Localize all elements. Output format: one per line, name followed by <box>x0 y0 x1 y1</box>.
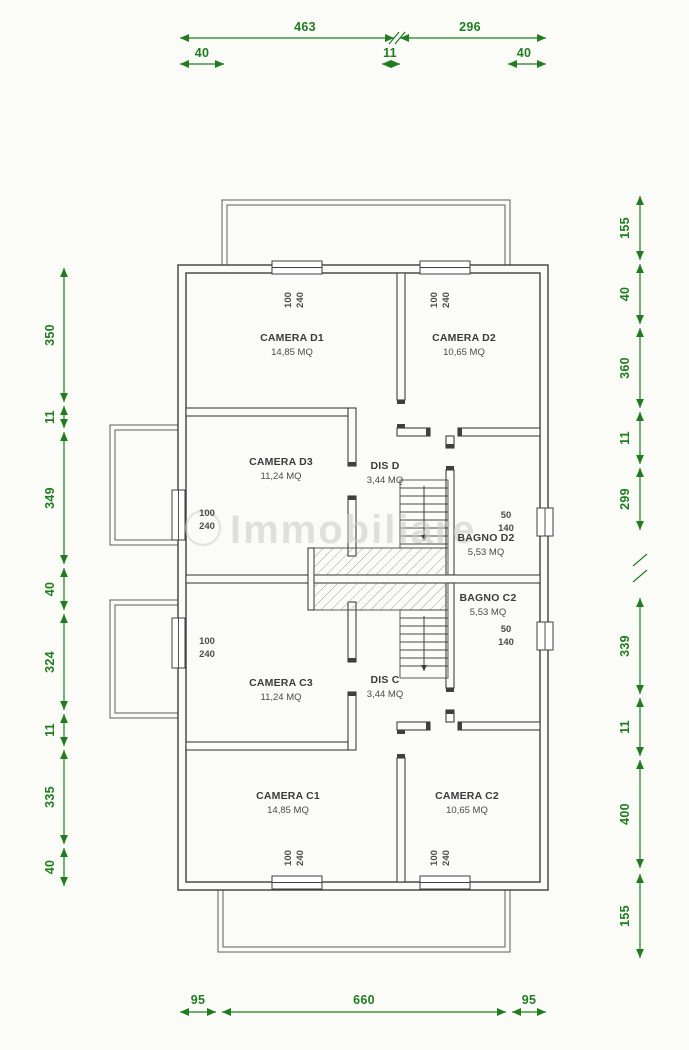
dim-left-11b: 11 <box>43 723 57 737</box>
dim-right-360: 360 <box>618 357 632 379</box>
watermark-logo-icon <box>184 509 222 547</box>
dim-top-463: 463 <box>294 20 316 34</box>
window-size-w: 100 <box>283 850 294 866</box>
staircase-lower <box>399 609 449 679</box>
dimension-lines <box>60 31 648 1016</box>
room-label-camera-c1: CAMERA C1 <box>256 790 320 802</box>
room-label-camera-d1: CAMERA D1 <box>260 332 324 344</box>
window-right-upper <box>536 507 554 537</box>
watermark: Immobiliare <box>184 508 477 552</box>
dim-top-11: 11 <box>383 46 397 60</box>
window-top-right <box>419 260 471 275</box>
dim-right-299: 299 <box>618 488 632 510</box>
window-size-w: 100 <box>429 292 440 308</box>
window-size-w: 100 <box>283 292 294 308</box>
door-jambs <box>348 400 462 758</box>
dim-left-350: 350 <box>43 324 57 346</box>
dim-bottom-660: 660 <box>353 993 375 1007</box>
dimension-break-mark <box>388 31 406 45</box>
staircase-upper <box>399 479 449 549</box>
dim-bottom-95b: 95 <box>522 993 537 1007</box>
window-left-upper <box>171 489 186 541</box>
dim-right-155a: 155 <box>618 217 632 239</box>
window-left-lower <box>171 617 186 669</box>
stair-landing-lower <box>313 582 449 611</box>
windows <box>171 260 554 890</box>
dim-right-400: 400 <box>618 803 632 825</box>
dim-left-40b: 40 <box>43 860 57 875</box>
window-size-h: 240 <box>295 850 306 866</box>
room-label-bagno-d2: BAGNO D2 <box>457 532 514 544</box>
room-area-camera-d1: 14,85 MQ <box>271 347 313 358</box>
window-size-w: 50 <box>501 624 512 635</box>
dim-left-335: 335 <box>43 786 57 808</box>
window-top-left <box>271 260 323 275</box>
window-size-h: 240 <box>441 292 452 308</box>
balconies <box>109 199 511 953</box>
dim-right-40: 40 <box>618 287 632 302</box>
room-label-camera-c3: CAMERA C3 <box>249 677 313 689</box>
room-area-camera-c3: 11,24 MQ <box>260 692 301 703</box>
dim-right-155b: 155 <box>618 905 632 927</box>
window-size-w: 100 <box>429 850 440 866</box>
room-area-dis-d: 3,44 MQ <box>367 475 403 486</box>
room-labels: CAMERA D1 14,85 MQ CAMERA D2 10,65 MQ CA… <box>249 332 516 816</box>
window-size-h: 140 <box>498 523 514 534</box>
dim-left-11a: 11 <box>43 410 57 424</box>
room-area-camera-c1: 14,85 MQ <box>267 805 309 816</box>
dim-left-349: 349 <box>43 487 57 509</box>
dim-top-296: 296 <box>459 20 481 34</box>
room-label-camera-d3: CAMERA D3 <box>249 456 313 468</box>
dim-left-324: 324 <box>43 651 57 673</box>
window-size-h: 240 <box>441 850 452 866</box>
dim-right-11a: 11 <box>618 431 632 445</box>
window-size-w: 100 <box>199 508 215 519</box>
dimension-break-mark <box>632 553 648 583</box>
window-size-labels: 100 240 100 240 100 240 100 240 100 240 … <box>199 292 514 866</box>
room-area-camera-d3: 11,24 MQ <box>260 471 301 482</box>
room-label-camera-c2: CAMERA C2 <box>435 790 499 802</box>
room-label-dis-c: DIS C <box>370 674 399 686</box>
room-area-camera-d2: 10,65 MQ <box>443 347 485 358</box>
window-right-lower <box>536 621 554 651</box>
window-size-h: 240 <box>295 292 306 308</box>
window-bottom-left <box>271 875 323 890</box>
window-size-h: 140 <box>498 637 514 648</box>
watermark-text: Immobiliare <box>230 508 477 552</box>
dim-right-339: 339 <box>618 635 632 657</box>
room-area-camera-c2: 10,65 MQ <box>446 805 488 816</box>
dim-bottom-95a: 95 <box>191 993 206 1007</box>
dim-top-40-right: 40 <box>517 46 532 60</box>
window-size-h: 240 <box>199 521 215 532</box>
room-label-bagno-c2: BAGNO C2 <box>459 592 516 604</box>
room-area-bagno-c2: 5,53 MQ <box>470 607 506 618</box>
window-bottom-right <box>419 875 471 890</box>
stair-landing-upper <box>313 547 449 576</box>
dim-top-40-left: 40 <box>195 46 210 60</box>
room-label-dis-d: DIS D <box>370 460 399 472</box>
window-size-h: 240 <box>199 649 215 660</box>
room-area-dis-c: 3,44 MQ <box>367 689 403 700</box>
room-label-camera-d2: CAMERA D2 <box>432 332 496 344</box>
dim-right-11b: 11 <box>618 720 632 734</box>
dimension-labels: 463 296 40 11 40 350 11 349 40 324 11 33… <box>43 20 632 1007</box>
window-size-w: 50 <box>501 510 512 521</box>
room-area-bagno-d2: 5,53 MQ <box>468 547 504 558</box>
interior-walls <box>185 272 541 883</box>
window-size-w: 100 <box>199 636 215 647</box>
dim-left-40a: 40 <box>43 582 57 597</box>
